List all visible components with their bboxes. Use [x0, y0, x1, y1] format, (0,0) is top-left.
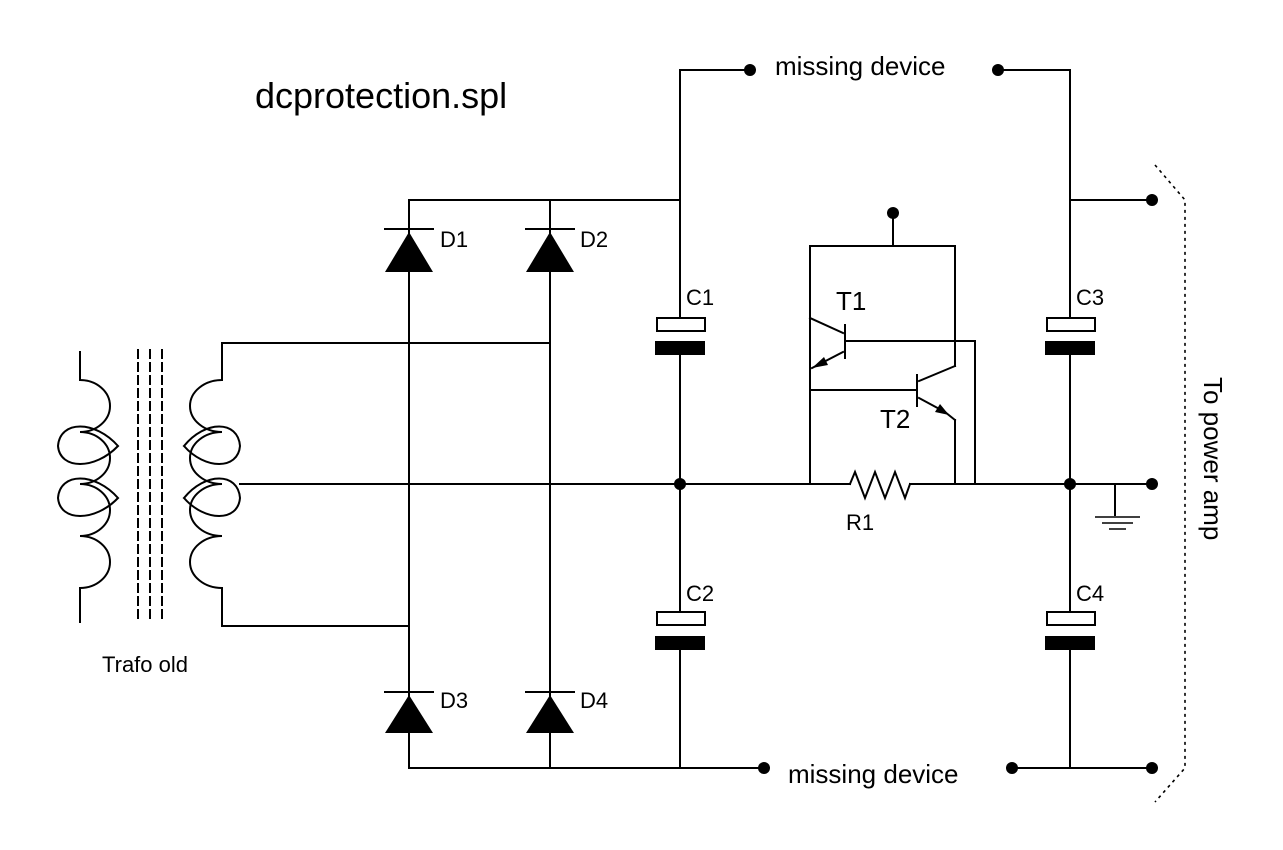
capacitor-c1: C1	[655, 285, 714, 355]
diode-d2: D2	[525, 227, 608, 272]
capacitor-c3: C3	[1045, 285, 1104, 355]
diode-label: D1	[440, 227, 468, 252]
capacitor-label: C3	[1076, 285, 1104, 310]
transistor-t1: T1	[808, 286, 976, 485]
transistor-label: T1	[836, 286, 866, 316]
terminal-dot	[887, 207, 899, 219]
transformer-label: Trafo old	[102, 652, 188, 677]
terminal-dot	[1006, 762, 1018, 774]
missing-device-bottom-label: missing device	[788, 759, 959, 789]
capacitor-label: C1	[686, 285, 714, 310]
resistor-r1: R1	[739, 469, 976, 535]
missing-device-top-label: missing device	[775, 51, 946, 81]
terminal-dot	[1146, 478, 1158, 490]
terminal-dot	[744, 64, 756, 76]
terminal-dot	[1146, 194, 1158, 206]
schematic-title: dcprotection.spl	[255, 75, 507, 116]
diode-label: D3	[440, 688, 468, 713]
terminal-dot	[758, 762, 770, 774]
diode-label: D4	[580, 688, 608, 713]
output-label: To power amp	[1198, 377, 1228, 540]
capacitor-label: C4	[1076, 581, 1104, 606]
terminal-dot	[1146, 762, 1158, 774]
capacitor-label: C2	[686, 581, 714, 606]
resistor-label: R1	[846, 510, 874, 535]
transistor-label: T2	[880, 404, 910, 434]
terminal-dot	[992, 64, 1004, 76]
diode-label: D2	[580, 227, 608, 252]
ground-symbol	[1095, 483, 1140, 530]
capacitor-c2: C2	[655, 581, 714, 650]
output-connector-bracket	[1154, 164, 1186, 803]
transistor-t2: T2	[809, 364, 957, 434]
capacitor-c4: C4	[1045, 581, 1104, 650]
diode-d4: D4	[525, 688, 608, 733]
diode-d1: D1	[384, 227, 468, 272]
transformer: Trafo old	[56, 342, 242, 677]
junction-dot	[1064, 478, 1076, 490]
diode-d3: D3	[384, 688, 468, 733]
junction-dot	[674, 478, 686, 490]
